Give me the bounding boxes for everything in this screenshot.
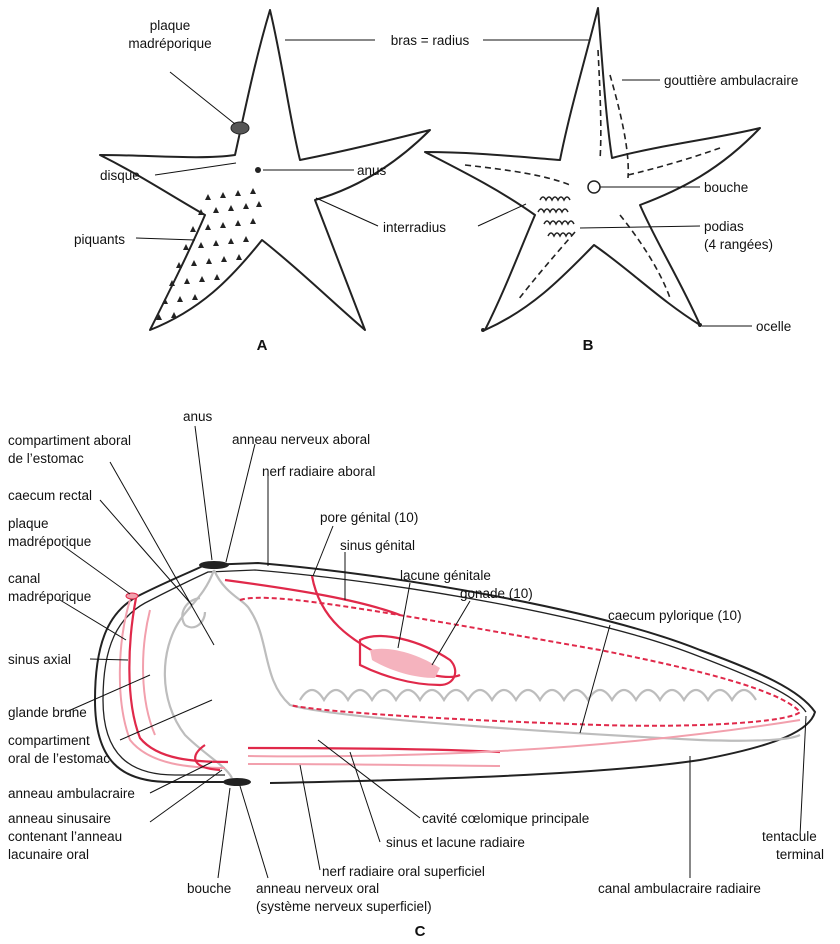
label-plaque-a-2: madréporique bbox=[128, 36, 211, 51]
label-glande-brune: glande brune bbox=[8, 705, 87, 720]
leader-interradius-b bbox=[478, 204, 526, 226]
leader-disque bbox=[155, 163, 236, 175]
label-canal-madreporique-2: madréporique bbox=[8, 589, 91, 604]
label-gonade: gonade (10) bbox=[460, 586, 533, 601]
panel-label-a: A bbox=[257, 337, 268, 354]
oral-nerve-ring bbox=[223, 778, 251, 786]
label-caecum-rectal: caecum rectal bbox=[8, 488, 92, 503]
label-anneau-oral-2: (système nerveux superficiel) bbox=[256, 899, 432, 914]
label-piquants: piquants bbox=[74, 232, 125, 247]
leader-interradius-a bbox=[316, 198, 378, 226]
leader-sinus-axial bbox=[90, 659, 128, 660]
label-bouche-c: bouche bbox=[187, 881, 231, 896]
label-anneau-sinusaire-1: anneau sinusaire bbox=[8, 811, 111, 826]
eyespot-right bbox=[698, 323, 702, 327]
label-anneau-oral-1: anneau nerveux oral bbox=[256, 881, 379, 896]
label-plaque-a-1: plaque bbox=[150, 18, 191, 33]
label-anneau-sinusaire-3: lacunaire oral bbox=[8, 847, 89, 862]
label-comp-oral-2: oral de l’estomac bbox=[8, 751, 110, 766]
label-plaque-c-2: madréporique bbox=[8, 534, 91, 549]
leader-piquants bbox=[136, 238, 195, 240]
label-tentacule-1: tentacule bbox=[762, 829, 817, 844]
label-plaque-c-1: plaque bbox=[8, 516, 49, 531]
label-bouche-b: bouche bbox=[704, 180, 748, 195]
brown-gland bbox=[143, 610, 155, 735]
label-sinus-lacune: sinus et lacune radiaire bbox=[386, 835, 525, 850]
label-anus-c: anus bbox=[183, 409, 213, 424]
leader-anneau-oral bbox=[240, 786, 268, 878]
label-disque: disque bbox=[100, 168, 140, 183]
label-canal-radiaire: canal ambulacraire radiaire bbox=[598, 881, 761, 896]
madreporite-c bbox=[126, 593, 138, 599]
groove-arm-1b bbox=[610, 75, 628, 178]
label-anneau-nerveux-aboral: anneau nerveux aboral bbox=[232, 432, 370, 447]
label-bras: bras = radius bbox=[391, 33, 470, 48]
groove-arm-3 bbox=[628, 148, 720, 175]
leader-pore-genital bbox=[313, 526, 333, 576]
leader-plaque-c bbox=[62, 545, 130, 594]
leader-canal-madreporique bbox=[60, 600, 126, 640]
label-cavite: cavité cœlomique principale bbox=[422, 811, 589, 826]
leader-bouche-c bbox=[218, 788, 230, 878]
radial-sinus-lacuna bbox=[248, 748, 500, 752]
label-sinus-genital: sinus génital bbox=[340, 538, 415, 553]
label-ocelle: ocelle bbox=[756, 319, 791, 334]
leader-plaque-a bbox=[170, 72, 235, 124]
madreporite-plate bbox=[231, 122, 249, 134]
aboral-nerve-ring bbox=[199, 561, 229, 569]
spines-pattern bbox=[156, 188, 262, 320]
mouth-opening bbox=[588, 181, 600, 193]
pyloric-lobes bbox=[300, 690, 756, 700]
leader-nerf-oral bbox=[300, 765, 320, 870]
anus-pore bbox=[255, 167, 261, 173]
leader-tentacule bbox=[800, 716, 806, 836]
leader-anneau-sinusaire bbox=[150, 770, 222, 822]
radial-ambulacral-canal bbox=[248, 720, 800, 756]
eyespot-left bbox=[481, 328, 485, 332]
panel-label-c: C bbox=[415, 923, 426, 940]
leader-caecum-rectal bbox=[100, 500, 192, 605]
label-canal-madreporique-1: canal bbox=[8, 571, 40, 586]
label-gouttiere: gouttière ambulacraire bbox=[664, 73, 798, 88]
leader-podias bbox=[580, 226, 700, 228]
label-comp-aboral-2: de l’estomac bbox=[8, 451, 84, 466]
starfish-b-outline bbox=[425, 8, 760, 330]
tube-feet-cluster bbox=[538, 197, 574, 236]
label-nerf-radiaire-aboral: nerf radiaire aboral bbox=[262, 464, 375, 479]
leader-gonade bbox=[432, 601, 470, 665]
groove-arm-1 bbox=[598, 50, 601, 160]
label-comp-aboral-1: compartiment aboral bbox=[8, 433, 131, 448]
starfish-section-view: anus compartiment aboral de l’estomac an… bbox=[8, 409, 824, 940]
leader-anus-c bbox=[195, 426, 212, 560]
starfish-aboral-view: plaque madréporique bras = radius disque… bbox=[74, 10, 590, 354]
label-comp-oral-1: compartiment bbox=[8, 733, 90, 748]
label-tentacule-2: terminal bbox=[776, 847, 824, 862]
label-anneau-ambulacraire: anneau ambulacraire bbox=[8, 786, 135, 801]
starfish-oral-view: gouttière ambulacraire bouche podias (4 … bbox=[425, 8, 798, 354]
label-anus-a: anus bbox=[357, 163, 387, 178]
leader-anneau-ambulacraire bbox=[150, 762, 212, 793]
radial-nerve-oral bbox=[248, 764, 500, 766]
label-pore-genital: pore génital (10) bbox=[320, 510, 418, 525]
label-podias-2: (4 rangées) bbox=[704, 237, 773, 252]
label-interradius: interradius bbox=[383, 220, 446, 235]
axial-sinus bbox=[120, 600, 225, 768]
label-sinus-axial: sinus axial bbox=[8, 652, 71, 667]
label-nerf-oral: nerf radiaire oral superficiel bbox=[322, 864, 485, 879]
label-podias-1: podias bbox=[704, 219, 744, 234]
label-lacune-genitale: lacune génitale bbox=[400, 568, 491, 583]
panel-label-b: B bbox=[583, 337, 594, 354]
label-caecum-pylorique: caecum pylorique (10) bbox=[608, 608, 742, 623]
label-anneau-sinusaire-2: contenant l’anneau bbox=[8, 829, 122, 844]
leader-anneau-aboral bbox=[226, 444, 255, 562]
leader-caecum-pylorique bbox=[580, 625, 610, 733]
